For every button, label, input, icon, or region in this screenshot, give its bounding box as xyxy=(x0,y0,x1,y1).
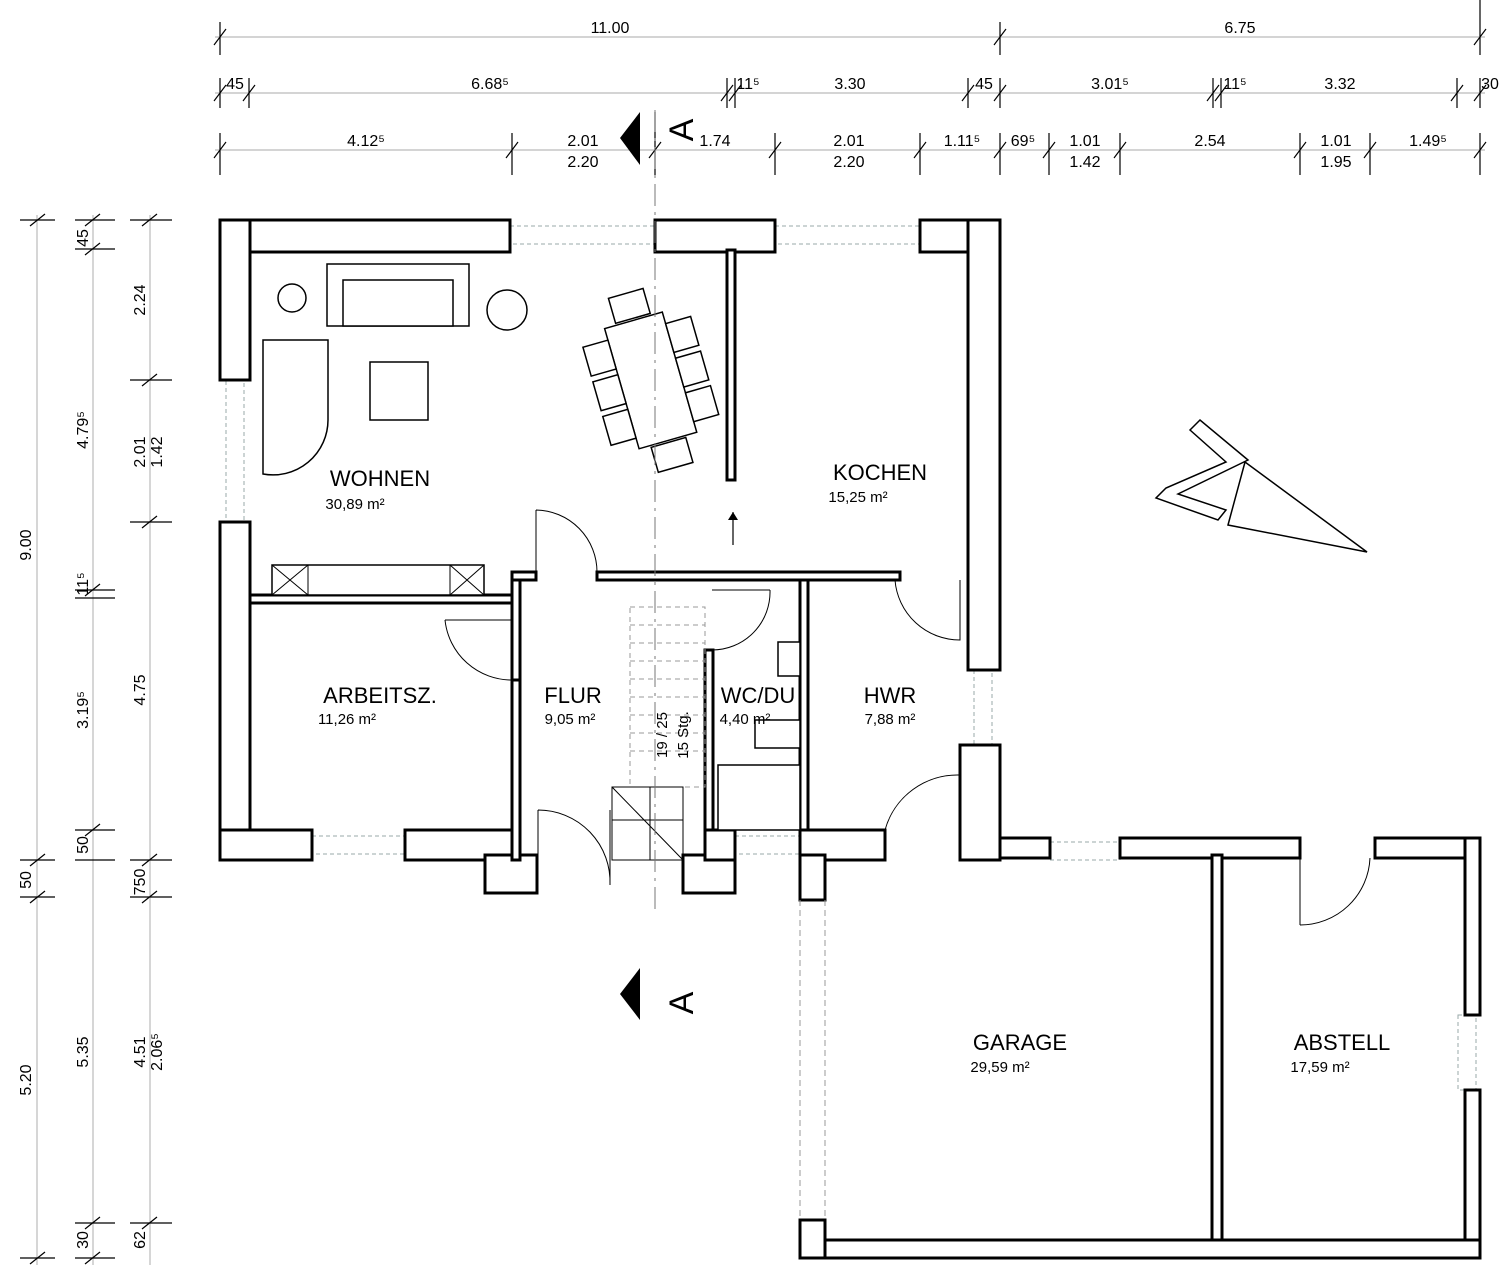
plant-icon xyxy=(277,283,307,313)
room-area: 11,26 m² xyxy=(318,711,376,728)
room-name: KOCHEN xyxy=(833,460,927,485)
dim-label: 5.35 xyxy=(75,1036,92,1067)
room-name: ARBEITSZ. xyxy=(323,683,437,708)
dim-label: 3.01⁵ xyxy=(1091,76,1129,93)
dim-label: 1.49⁵ xyxy=(1409,133,1447,150)
dim-label: 11⁵ xyxy=(75,572,92,595)
dim-label: 3.32 xyxy=(1324,76,1355,93)
dim-label: 6.75 xyxy=(1224,20,1255,37)
dim-label: 50 xyxy=(75,836,92,854)
doors xyxy=(444,509,1371,926)
dim-label: 11.00 xyxy=(591,20,630,37)
dim-label: 1.01 xyxy=(1069,133,1100,150)
dim-label: 2.24 xyxy=(132,284,149,315)
north-arrow-icon xyxy=(1154,418,1368,553)
room-labels: WOHNEN 30,89 m² KOCHEN 15,25 m² ARBEITSZ… xyxy=(318,460,1390,1076)
dim-label: 4.51 xyxy=(132,1036,149,1067)
room-area: 17,59 m² xyxy=(1290,1059,1349,1076)
dim-label: 4.75 xyxy=(132,674,149,705)
dim-label: 11⁵ xyxy=(1223,76,1246,93)
dining-table xyxy=(582,287,720,474)
left-dimensions: 9.00 50 5.20 45 4.79⁵ 11⁵ 3.19⁵ 50 5.35 … xyxy=(18,213,172,1265)
walls xyxy=(218,218,1482,1260)
coffee-table xyxy=(369,361,429,421)
dim-label: 11⁵ xyxy=(736,76,759,93)
dim-label: 5.20 xyxy=(18,1064,35,1095)
dim-label: 2.20 xyxy=(567,154,598,171)
furniture xyxy=(262,263,801,861)
dim-label: 1.95 xyxy=(1320,154,1351,171)
dim-label: 2.20 xyxy=(833,154,864,171)
section-label: A xyxy=(663,991,701,1014)
section-marker-icon xyxy=(620,968,640,1020)
dim-label: 3.19⁵ xyxy=(75,691,92,729)
room-area: 9,05 m² xyxy=(545,711,596,728)
dim-label: 4.12⁵ xyxy=(347,133,385,150)
room-name: HWR xyxy=(864,683,917,708)
section-label: A xyxy=(663,118,701,141)
dim-label: 4.79⁵ xyxy=(75,411,92,449)
toilet xyxy=(754,719,801,749)
dim-label: 2.54 xyxy=(1194,133,1225,150)
dim-label: 69⁵ xyxy=(1011,133,1035,150)
room-name: WC/DU xyxy=(721,683,796,708)
dim-label: 1.01 xyxy=(1320,133,1351,150)
dim-label: 1.42 xyxy=(1069,154,1100,171)
dim-label: 2.01 xyxy=(567,133,598,150)
arrow-up-icon xyxy=(728,512,738,520)
side-table xyxy=(486,289,528,331)
room-area: 7,88 m² xyxy=(865,711,916,728)
dim-label: 3.30 xyxy=(834,76,865,93)
room-name: FLUR xyxy=(544,683,601,708)
dim-label: 62 xyxy=(132,1231,149,1249)
dim-label: 50 xyxy=(18,871,35,889)
room-area: 15,25 m² xyxy=(828,489,887,506)
dim-label: 6.68⁵ xyxy=(471,76,509,93)
dim-label: 45 xyxy=(975,76,993,93)
section-marker-icon xyxy=(620,112,640,165)
room-area: 29,59 m² xyxy=(970,1059,1029,1076)
dim-label: 9.00 xyxy=(18,529,35,560)
armchair xyxy=(262,339,329,476)
sink xyxy=(777,641,801,677)
dim-label: 750 xyxy=(132,869,149,896)
stair-ratio: 19 / 25 xyxy=(654,712,671,758)
shower xyxy=(717,764,801,831)
room-area: 4,40 m² xyxy=(720,711,771,728)
stair-steps: 15 Stg. xyxy=(675,711,692,759)
room-name: ABSTELL xyxy=(1294,1030,1391,1055)
staircase xyxy=(629,606,706,788)
dim-label: 30 xyxy=(1481,76,1499,93)
room-name: WOHNEN xyxy=(330,466,430,491)
dim-label: 2.01 xyxy=(132,436,149,467)
dim-label: 1.11⁵ xyxy=(944,133,981,150)
dim-label: 1.74 xyxy=(699,133,730,150)
dim-label: 45 xyxy=(226,76,244,93)
top-dimensions: 11.00 6.75 45 6.68⁵ 11⁵ 3.30 45 3.01⁵ 11… xyxy=(213,0,1499,175)
sideboard xyxy=(271,564,485,596)
dim-label: 45 xyxy=(75,229,92,247)
room-name: GARAGE xyxy=(973,1030,1067,1055)
dim-label: 2.06⁵ xyxy=(149,1033,166,1071)
dim-label: 1.42 xyxy=(149,436,166,467)
dim-label: 2.01 xyxy=(833,133,864,150)
room-area: 30,89 m² xyxy=(325,496,384,513)
dim-label: 30 xyxy=(75,1231,92,1249)
windows xyxy=(225,225,1477,1091)
